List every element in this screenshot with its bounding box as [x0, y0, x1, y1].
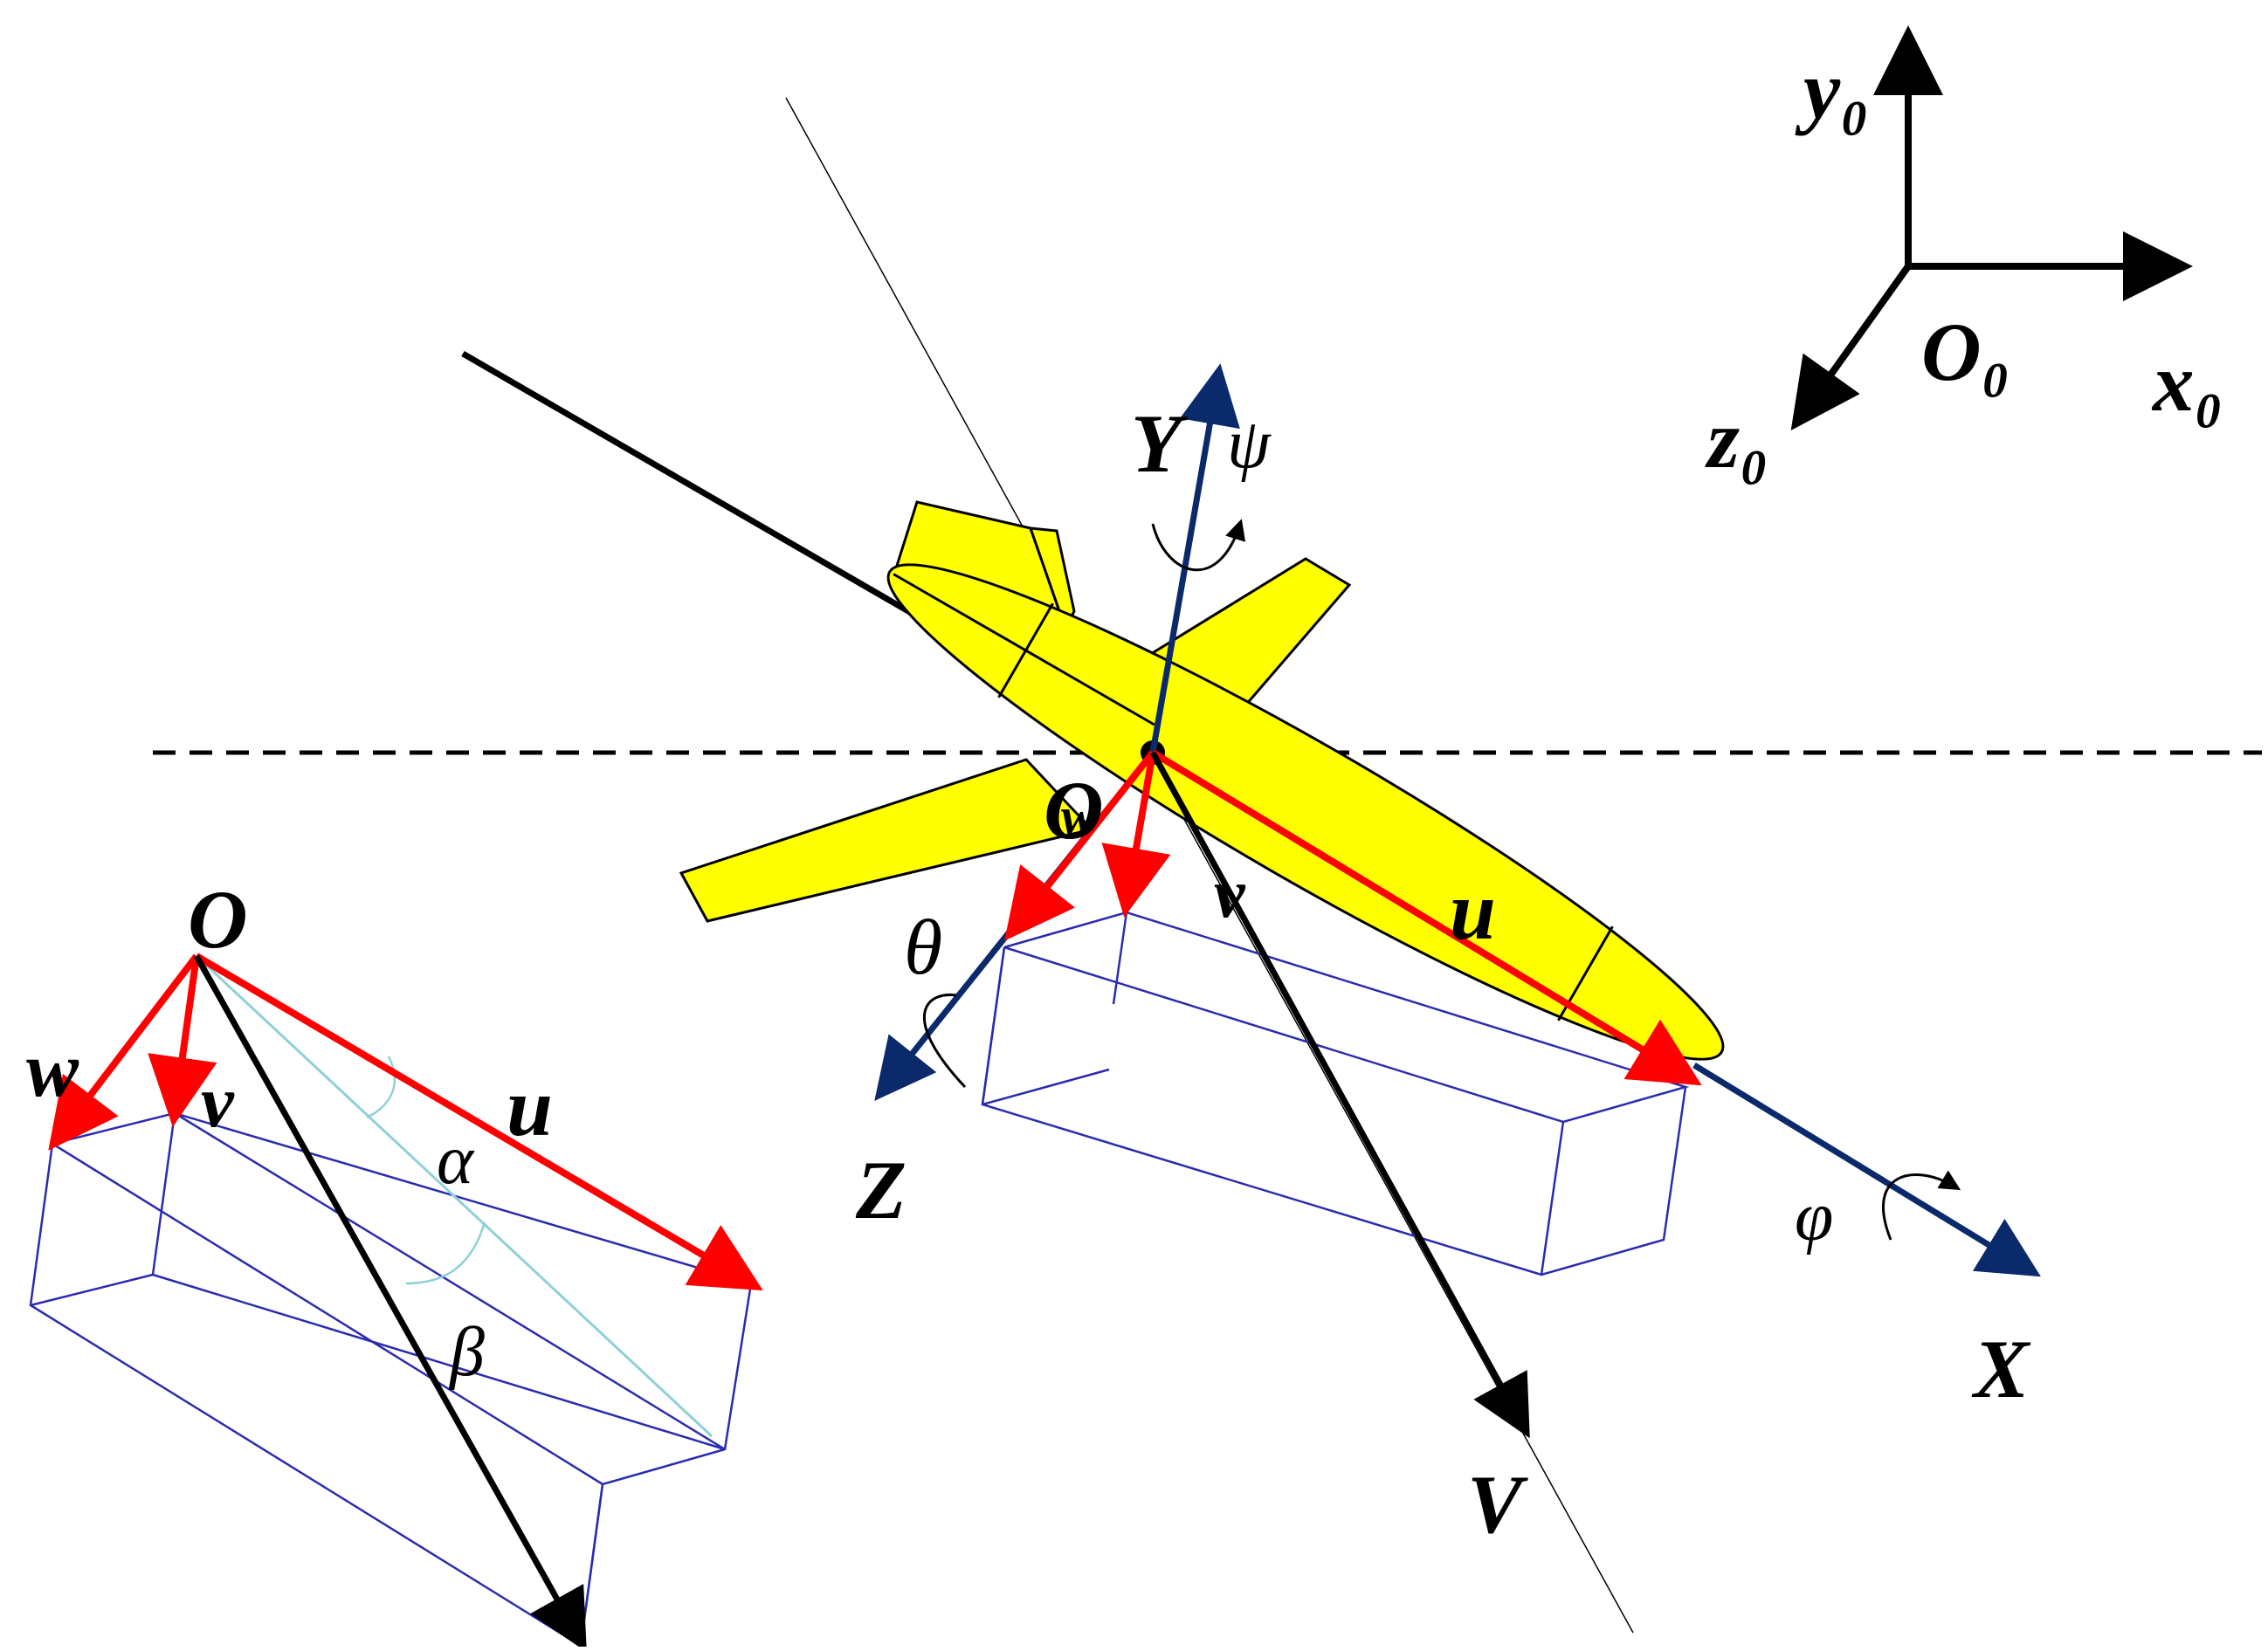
label-V: V — [1467, 1458, 1528, 1551]
alpha-arc — [366, 1056, 396, 1119]
ground-z0-arrow — [1790, 264, 1912, 431]
v-velocity-arrow — [1101, 752, 1171, 918]
label-X: X — [1971, 1323, 2031, 1415]
label-v-body: v — [1214, 856, 1246, 932]
label-x0: x₀ — [2151, 336, 2223, 429]
label-theta: θ — [904, 905, 942, 991]
label-y0: y₀ — [1795, 44, 1869, 136]
fuselage — [886, 563, 1725, 1061]
inset-u-arrow — [194, 953, 763, 1291]
w-velocity-arrow — [1004, 750, 1156, 941]
label-u-inset: u — [507, 1061, 553, 1153]
label-alpha: α — [437, 1122, 475, 1199]
y-axis-arrow — [1149, 363, 1240, 753]
label-w-body: w — [1061, 788, 1097, 845]
label-Z: Z — [855, 1144, 907, 1236]
theta-rotation-icon — [923, 993, 967, 1089]
label-O-inset: O — [188, 873, 248, 966]
tail-fin-tip — [1028, 526, 1076, 632]
label-psi: ψ — [1227, 406, 1272, 483]
x-axis-arrow — [1692, 1063, 2041, 1277]
inset-v-arrow — [148, 955, 217, 1127]
left-wing — [679, 758, 1094, 923]
psi-rotation-icon — [1151, 519, 1246, 572]
label-w-inset: w — [26, 1027, 79, 1113]
label-z0: z₀ — [1705, 393, 1768, 485]
inset-velocity-box — [29, 1111, 753, 1648]
label-O0: O₀ — [1921, 306, 2010, 398]
total-velocity-arrow — [1149, 751, 1530, 1439]
label-beta: β — [448, 1314, 485, 1391]
inset-total-velocity-arrow — [193, 954, 587, 1651]
u-velocity-arrow — [1150, 749, 1702, 1086]
label-v-inset: v — [201, 1061, 235, 1143]
inset-w-arrow — [48, 953, 200, 1151]
beta-arc — [405, 1221, 486, 1285]
inset-projection-guide — [195, 954, 713, 1438]
label-Y: Y — [1131, 397, 1189, 490]
label-u-body: u — [1450, 864, 1496, 957]
phi-rotation-icon — [1881, 1170, 1961, 1241]
label-phi: φ — [1795, 1179, 1833, 1255]
body-velocity-box — [981, 911, 1690, 1276]
label-O-body: O — [1044, 764, 1104, 856]
